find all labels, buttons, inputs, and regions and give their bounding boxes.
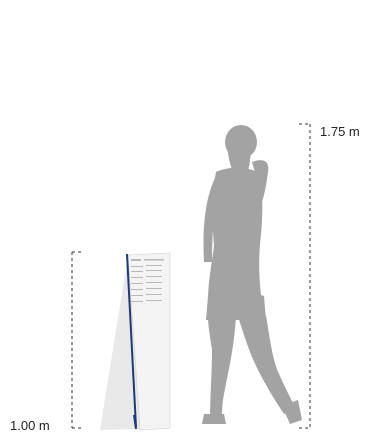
person-height-label: 1.75 m: [320, 124, 360, 139]
stand-height-bracket: [71, 251, 84, 429]
silhouette-person: [202, 125, 302, 424]
person-height-bracket: [299, 123, 311, 429]
stand-printed-content: [131, 259, 164, 302]
stand-height-label: 1.00 m: [10, 418, 50, 433]
display-stand: [100, 252, 171, 431]
